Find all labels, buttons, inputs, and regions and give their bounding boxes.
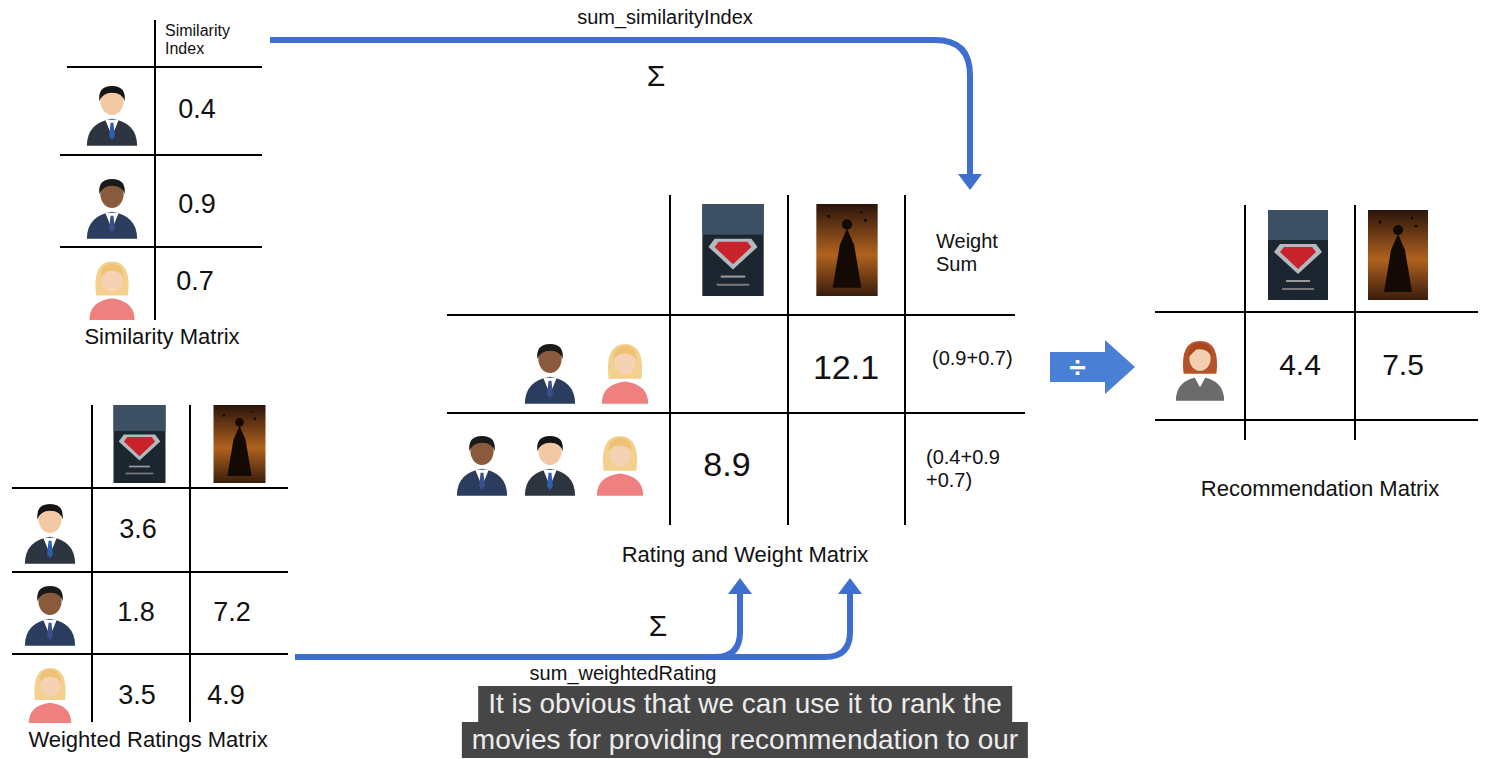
user-icon [29, 668, 72, 723]
matrix-value: 12.1 [813, 348, 879, 387]
grid-line [1155, 419, 1478, 421]
movie-poster [1268, 210, 1328, 300]
grid-line [1354, 205, 1356, 440]
movie-posters [114, 204, 1429, 483]
matrix-value: 7.5 [1382, 348, 1424, 383]
matrix-value: 4.4 [1279, 348, 1321, 383]
arrow-head [958, 174, 982, 190]
matrix-value: 7.2 [213, 597, 251, 628]
matrix-caption: Similarity Matrix [84, 324, 239, 349]
matrix-value: 3.6 [119, 514, 157, 545]
matrix-value: 0.4 [178, 94, 216, 125]
flow-arrow [295, 578, 862, 657]
matrix-value: 0.7 [176, 266, 214, 297]
operator-label: ÷ [1069, 350, 1085, 385]
grid-line [12, 571, 288, 573]
grid-line [447, 412, 1025, 414]
movie-poster [702, 204, 763, 296]
grid-line [904, 195, 906, 525]
arrow-line [295, 592, 850, 657]
edge-label: sum_weightedRating [530, 662, 717, 685]
column-header: Similarity Index [165, 22, 245, 59]
grid-line [154, 20, 156, 320]
grid-line [189, 405, 191, 722]
user-icon [89, 262, 134, 320]
matrix-value: 1.8 [117, 597, 155, 628]
matrix-caption: Rating and Weight Matrix [622, 542, 869, 567]
grid-line [447, 314, 1015, 316]
video-subtitle: It is obvious that we can use it to rank… [478, 686, 1012, 722]
weighted-ratings-matrix: 3.6 1.8 7.2 3.5 4.9Weighted Ratings Matrix [8, 400, 295, 757]
user-icon [597, 436, 643, 496]
user-icon [25, 504, 75, 564]
movie-poster [114, 405, 166, 483]
weight-sum: (0.9+0.7) [932, 347, 1013, 370]
movie-poster [816, 204, 877, 296]
video-subtitle: movies for providing recommendation to o… [462, 722, 1028, 758]
arrow-head [728, 578, 752, 594]
movie-poster [1368, 210, 1428, 300]
column-header: Weight Sum [936, 230, 1016, 276]
user-icon [87, 179, 137, 239]
sum-symbol: Σ [647, 59, 666, 94]
similarity-matrix: Similarity Index 0.4 0.9 0.7Similarity Matr… [55, 15, 270, 355]
user-icons [25, 86, 1224, 723]
matrix-value: 0.9 [178, 189, 216, 220]
user-icon [602, 344, 648, 404]
grid-line [787, 195, 789, 525]
matrix-caption: Weighted Ratings Matrix [28, 727, 267, 752]
flow-arrow [1050, 340, 1135, 394]
grid-line [12, 653, 288, 655]
recommendation-matrix: 4.4 7.5Recommendation Matrix [1150, 200, 1480, 510]
grid-line [1244, 205, 1246, 440]
matrix-caption: Recommendation Matrix [1201, 476, 1439, 501]
rating-weight-matrix: Weight Sum 12.1 (0.9+0.7) 8.9 (0.4+0.9 +0.7)… [440, 190, 1030, 578]
arrow-head [838, 578, 862, 594]
grid-line [12, 487, 288, 489]
movie-poster [214, 405, 266, 483]
user-icon [87, 86, 137, 146]
sum-symbol: Σ [649, 609, 668, 644]
table-grid [12, 20, 1478, 722]
flow-arrow [270, 40, 982, 190]
grid-line [1155, 311, 1478, 313]
user-icon [457, 436, 507, 496]
grid-line [60, 154, 262, 156]
matrix-value: 8.9 [703, 445, 750, 484]
weight-sum: (0.4+0.9 +0.7) [926, 446, 1022, 492]
matrix-value: 4.9 [207, 680, 245, 711]
grid-line [60, 246, 262, 248]
user-icon [1176, 341, 1224, 401]
grid-line [67, 66, 262, 68]
user-icon [25, 586, 75, 646]
grid-line [669, 195, 671, 525]
user-icon [525, 344, 575, 404]
arrow-line [715, 592, 740, 657]
block-arrow [1050, 340, 1135, 394]
user-icon [525, 436, 575, 496]
matrix-value: 3.5 [118, 680, 156, 711]
edge-label: sum_similarityIndex [577, 6, 753, 29]
arrow-line [270, 40, 970, 176]
grid-line [91, 405, 93, 722]
